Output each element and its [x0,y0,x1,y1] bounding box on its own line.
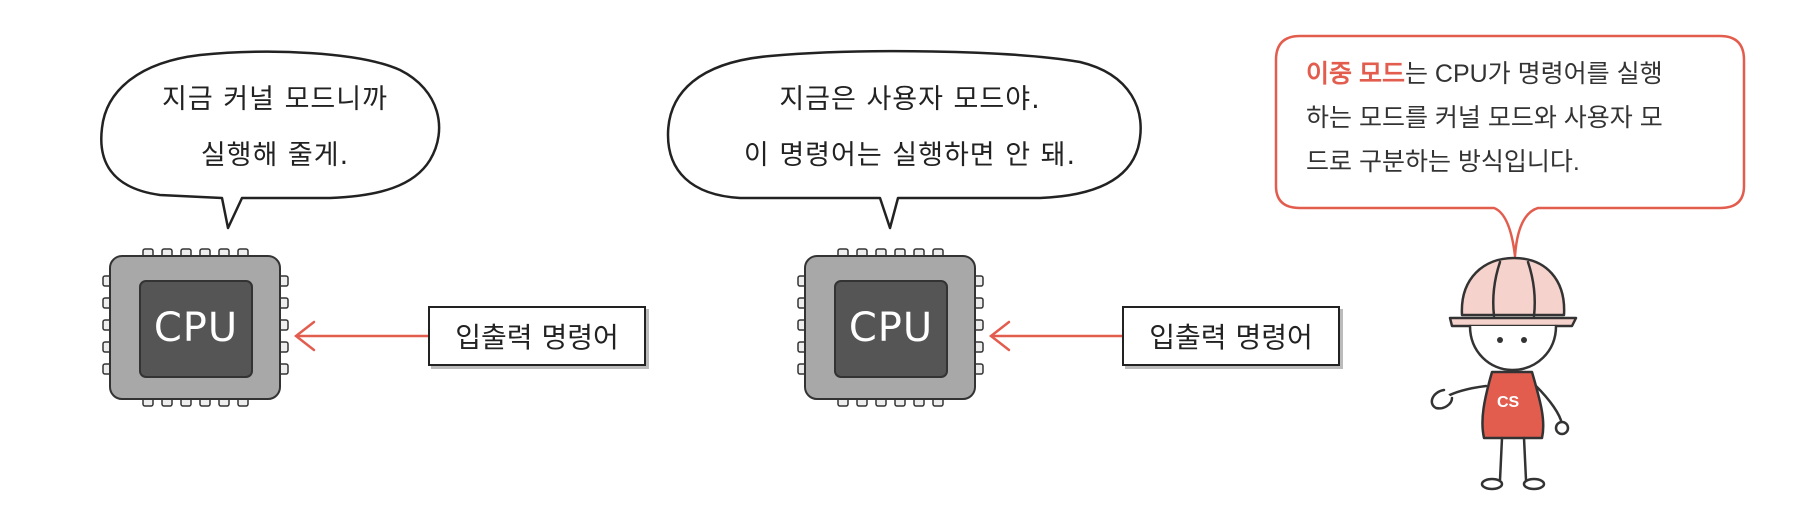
bubble-middle-line1: 지금은 사용자 모드야. [779,84,1041,115]
speech-bubble-middle-text: 지금은 사용자 모드야. 이 명령어는 실행하면 안 돼. [680,72,1140,184]
info-highlight: 이중 모드 [1306,60,1405,88]
cpu-chip-right [797,248,984,407]
info-line2: 하는 모드를 커널 모드와 사용자 모 [1306,104,1663,132]
bubble-left-line1: 지금 커널 모드니까 [162,84,388,115]
info-callout-text: 이중 모드는 CPU가 명령어를 실행 하는 모드를 커널 모드와 사용자 모 … [1306,52,1726,184]
cpu-chip-left [102,248,289,407]
cpu-label-left: CPU [153,305,239,351]
info-line1-rest: 는 CPU가 명령어를 실행 [1404,60,1663,88]
io-instruction-box-left: 입출력 명령어 [428,306,646,366]
io-instruction-label-left: 입출력 명령어 [455,321,619,354]
arrow-right [988,320,1124,352]
shirt-cs-label: CS [1497,394,1520,411]
io-instruction-label-right: 입출력 명령어 [1149,321,1313,354]
speech-bubble-left-text: 지금 커널 모드니까 실행해 줄게. [120,72,430,184]
info-line3: 드로 구분하는 방식입니다. [1306,148,1580,176]
bubble-left-line2: 실행해 줄게. [200,140,350,171]
shirt [1481,370,1545,440]
chip-core-right [834,280,948,378]
helmet-icon [1460,256,1566,317]
engineer-character [1430,256,1578,491]
info-line1: 이중 모드는 CPU가 명령어를 실행 [1306,52,1726,96]
speech-bubble-left [100,50,441,230]
arrow-left [293,320,432,352]
info-callout-box [1274,34,1746,258]
cpu-label-right: CPU [848,305,934,351]
chip-core-left [139,280,253,378]
bubble-middle-line2: 이 명령어는 실행하면 안 돼. [743,140,1077,171]
speech-bubble-middle [666,49,1142,230]
io-instruction-box-right: 입출력 명령어 [1122,306,1340,366]
